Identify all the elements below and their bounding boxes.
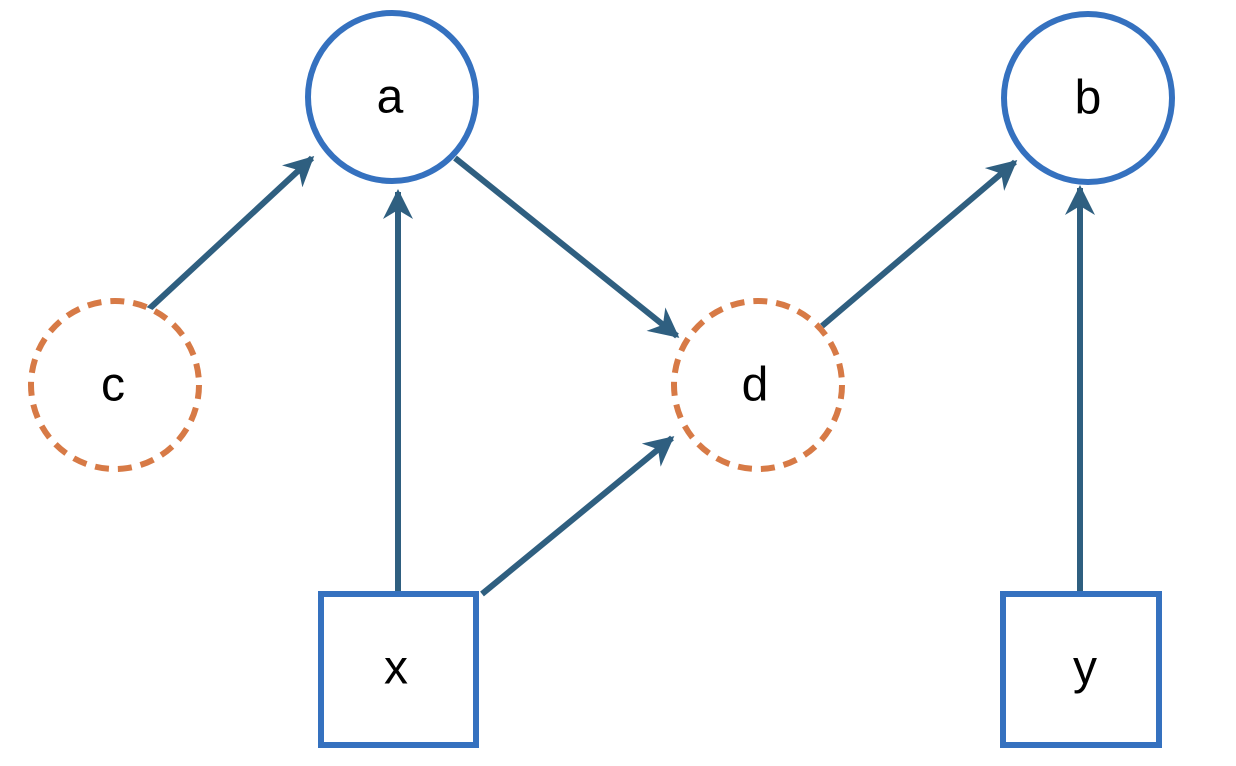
node-a-circle <box>305 10 479 184</box>
node-c-circle <box>28 298 202 472</box>
node-b: b <box>1001 11 1175 185</box>
node-d-label: d <box>742 359 769 412</box>
node-y: y <box>1000 591 1162 748</box>
edge-a-to-d <box>453 155 680 339</box>
node-b-label: b <box>1075 72 1102 125</box>
node-x: x <box>318 591 479 748</box>
node-c: c <box>28 298 202 472</box>
node-x-square <box>318 591 479 748</box>
node-y-label: y <box>1073 642 1097 695</box>
node-c-label: c <box>101 359 125 412</box>
node-y-square <box>1000 591 1162 748</box>
edges <box>145 155 1095 597</box>
edge-d-to-b <box>820 159 1018 329</box>
node-a: a <box>305 10 479 184</box>
edge-c-to-a <box>145 155 315 313</box>
node-d-circle <box>671 298 845 472</box>
node-b-circle <box>1001 11 1175 185</box>
node-x-label: x <box>384 642 408 695</box>
node-a-label: a <box>377 71 404 124</box>
node-d: d <box>671 298 845 472</box>
edge-x-to-d <box>480 435 675 597</box>
